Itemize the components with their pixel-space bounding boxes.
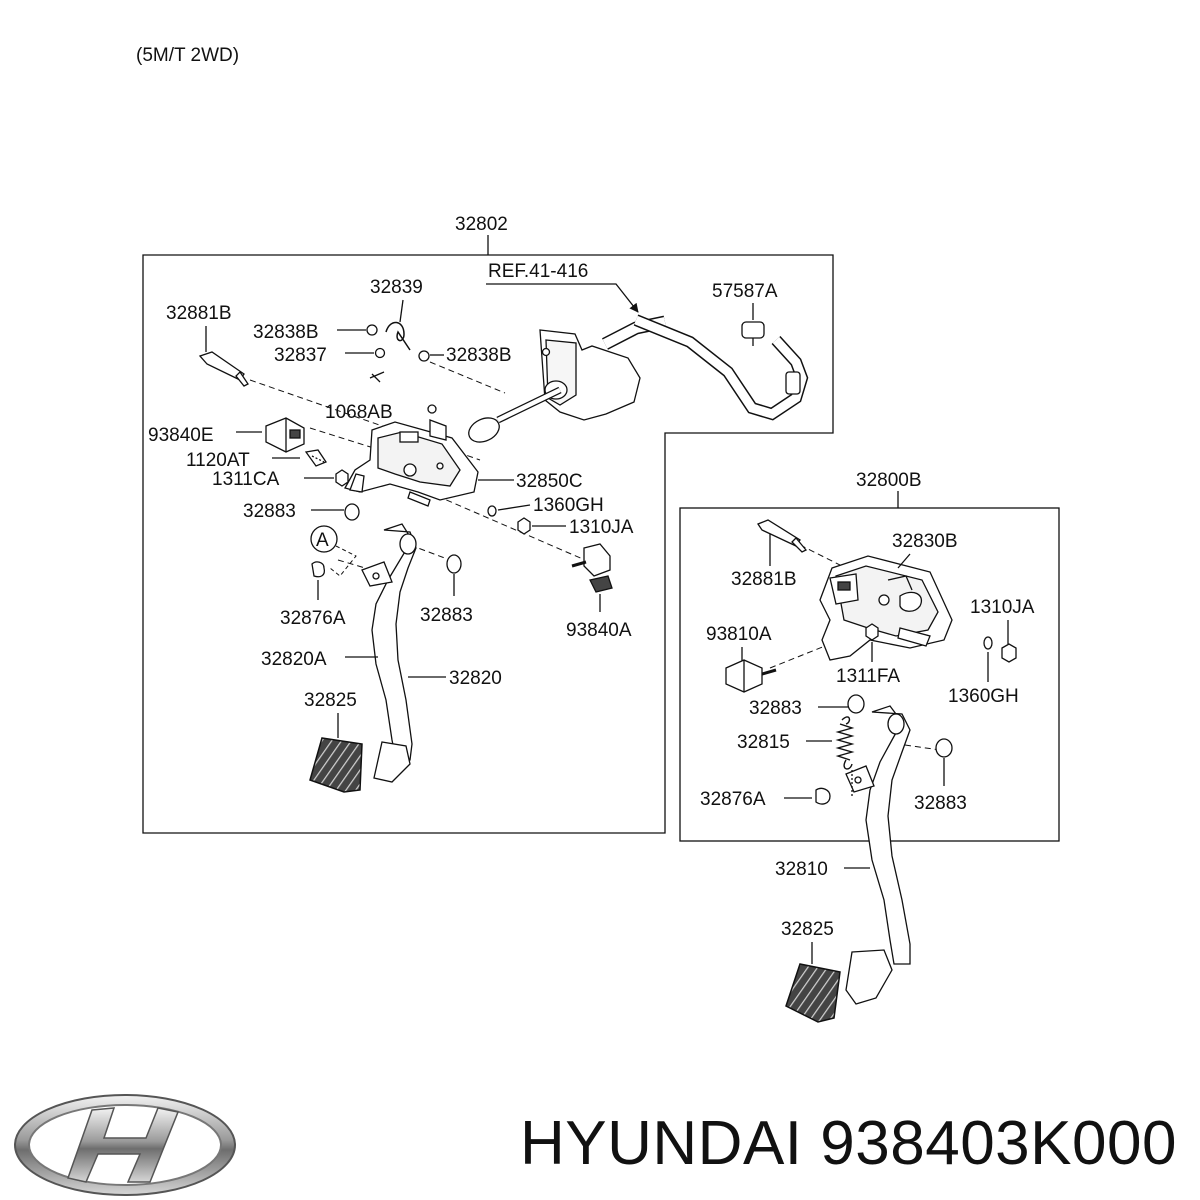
part-label-1311CA: 1311CA bbox=[212, 469, 280, 490]
part-label-32815: 32815 bbox=[737, 732, 790, 753]
nut-1310JA-left-drawing bbox=[517, 517, 531, 535]
assembly-number-left: 32802 bbox=[455, 214, 508, 235]
leader-1360GH-left bbox=[497, 504, 531, 511]
part-label-32883-right: 32883 bbox=[914, 793, 967, 814]
part-label-93840A: 93840A bbox=[566, 620, 632, 641]
leader-32830B bbox=[897, 553, 911, 569]
part-label-57587A: 57587A bbox=[712, 281, 778, 302]
nut-1310JA-right-drawing bbox=[1001, 643, 1017, 663]
brand-part-number-footer: HYUNDAI 938403K000 bbox=[520, 1108, 1177, 1179]
part-label-32881B-left: 32881B bbox=[166, 303, 232, 324]
switch-93840E-drawing bbox=[265, 417, 305, 453]
left-assembly-group: 32802 REF.41-416 57587A 32839 bbox=[142, 214, 834, 834]
bolt-32881B-right-drawing bbox=[757, 519, 808, 553]
pedal-pad-32825-right-drawing bbox=[785, 963, 841, 1023]
bolt-1120AT-drawing bbox=[304, 449, 327, 467]
switch-93810A-drawing bbox=[725, 659, 777, 693]
part-label-32820: 32820 bbox=[449, 668, 502, 689]
hyundai-logo-icon bbox=[14, 1094, 236, 1196]
part-label-32825-right: 32825 bbox=[781, 919, 834, 940]
bushing-32883-right-drawing bbox=[935, 738, 953, 758]
brand-name: HYUNDAI bbox=[520, 1109, 803, 1178]
pedal-pad-32825-left-drawing bbox=[309, 737, 363, 793]
leader-32839 bbox=[399, 299, 404, 323]
callout-letter-A: A bbox=[316, 530, 329, 551]
callout-A-dash bbox=[329, 545, 357, 577]
nut-1311CA-drawing bbox=[335, 469, 349, 487]
nut-32838B-top-drawing bbox=[366, 324, 378, 336]
part-label-1311FA: 1311FA bbox=[836, 666, 900, 687]
right-assembly-group: 32800B 32881B 32830B 1310JA bbox=[679, 470, 1060, 1023]
nut-32838B-right-drawing bbox=[418, 350, 430, 362]
brake-pedal-arm-drawing bbox=[845, 705, 911, 1005]
part-label-32838B-right: 32838B bbox=[446, 345, 512, 366]
part-label-32883-bottom-left: 32883 bbox=[420, 605, 473, 626]
bushing-32883-top-right-drawing bbox=[847, 694, 865, 714]
pedal-bracket-32830B-drawing bbox=[819, 555, 953, 661]
part-label-32876A-right: 32876A bbox=[700, 789, 766, 810]
nut-1311FA-drawing bbox=[865, 623, 879, 641]
switch-93840A-drawing bbox=[571, 543, 613, 593]
washer-1360GH-left-drawing bbox=[487, 505, 497, 517]
part-label-1360GH-left: 1360GH bbox=[533, 495, 604, 516]
bushing-32883-bottom-drawing bbox=[446, 554, 462, 574]
part-label-93840E: 93840E bbox=[148, 425, 214, 446]
pin-drawing bbox=[369, 371, 385, 383]
spring-32839-drawing bbox=[385, 321, 411, 351]
part-label-32881B-right: 32881B bbox=[731, 569, 797, 590]
clutch-master-cylinder-drawing bbox=[468, 314, 809, 443]
part-label-32810: 32810 bbox=[775, 859, 828, 880]
diagram-subtitle: (5M/T 2WD) bbox=[136, 45, 239, 66]
clutch-pedal-arm-drawing bbox=[361, 523, 417, 783]
clip-32837-drawing bbox=[374, 347, 386, 359]
spring-32815-drawing bbox=[835, 716, 855, 770]
bolt-32881B-left-drawing bbox=[198, 351, 249, 387]
part-label-32820A: 32820A bbox=[261, 649, 327, 670]
part-label-93810A: 93810A bbox=[706, 624, 772, 645]
part-label-32883-top-right: 32883 bbox=[749, 698, 802, 719]
part-label-32837: 32837 bbox=[274, 345, 327, 366]
part-label-32839: 32839 bbox=[370, 277, 423, 298]
part-label-32876A-left: 32876A bbox=[280, 608, 346, 629]
bushing-32883-top-drawing bbox=[344, 503, 360, 521]
part-label-1360GH-right: 1360GH bbox=[948, 686, 1019, 707]
part-label-32825-left: 32825 bbox=[304, 690, 357, 711]
assembly-frame-left bbox=[142, 254, 834, 834]
stopper-32876A-right-drawing bbox=[815, 787, 831, 805]
washer-1068AB-drawing bbox=[427, 404, 437, 414]
part-label-32838B-top: 32838B bbox=[253, 322, 319, 343]
pedal-bracket-32850C-drawing bbox=[344, 419, 479, 507]
washer-1360GH-right-drawing bbox=[983, 636, 993, 650]
part-label-1310JA-right: 1310JA bbox=[970, 597, 1035, 618]
part-label-32830B: 32830B bbox=[892, 531, 958, 552]
part-label-1310JA-left: 1310JA bbox=[569, 517, 634, 538]
part-label-32850C: 32850C bbox=[516, 471, 583, 492]
assembly-number-right: 32800B bbox=[856, 470, 922, 491]
ref-label: REF.41-416 bbox=[488, 261, 588, 282]
part-label-1068AB: 1068AB bbox=[325, 402, 393, 423]
stopper-32876A-left-drawing bbox=[311, 561, 326, 578]
part-label-32883-top-left: 32883 bbox=[243, 501, 296, 522]
part-number: 938403K000 bbox=[820, 1109, 1177, 1178]
part-label-1120AT: 1120AT bbox=[186, 450, 250, 471]
callout-circle-A bbox=[310, 525, 338, 553]
ref-arrow bbox=[486, 283, 639, 313]
